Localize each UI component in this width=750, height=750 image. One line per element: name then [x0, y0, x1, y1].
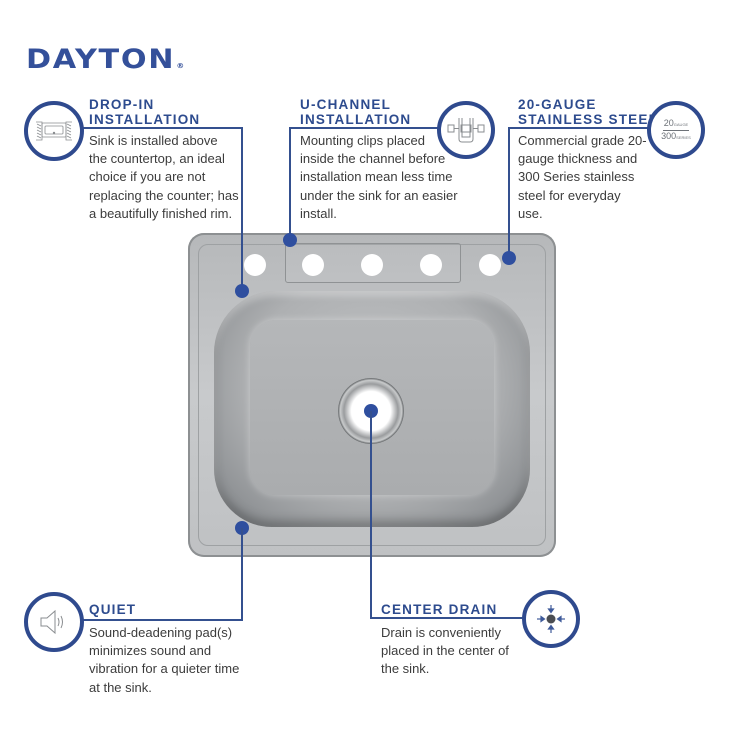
u-channel-connector-v: [289, 127, 291, 240]
faucet-hole: [302, 254, 324, 276]
u-channel-icon-badge: [437, 101, 495, 159]
quiet-connector-v: [241, 528, 243, 620]
faucet-hole: [479, 254, 501, 276]
drop-in-connector-v: [241, 127, 243, 291]
brand-name: DAYTON: [26, 44, 176, 75]
center-drain-description: Drain is conveniently placed in the cent…: [381, 625, 509, 677]
u-channel-connector-h: [289, 127, 441, 129]
u-channel-clip-icon: [447, 118, 485, 143]
drop-in-sink-icon: [36, 121, 72, 141]
drop-in-connector-h: [82, 127, 243, 129]
center-drain-connector-v: [370, 411, 372, 619]
quiet-description: Sound-deadening pad(s) minimizes sound a…: [89, 625, 240, 695]
sink-rim: [198, 244, 546, 546]
gauge-icon-badge: 20GAUGE 300SERIES: [647, 101, 705, 159]
center-drain-connector-h: [370, 617, 528, 619]
center-drain-arrows-icon: [537, 605, 565, 633]
faucet-hole: [361, 254, 383, 276]
gauge-icon-bottom: 300SERIES: [661, 130, 691, 141]
drop-in-title: DROP-IN INSTALLATION: [89, 97, 201, 127]
drop-in-icon-badge: [24, 101, 84, 161]
u-channel-title: U-CHANNEL INSTALLATION: [300, 97, 412, 127]
drop-in-description: Sink is installed above the countertop, …: [89, 133, 239, 221]
faucet-hole: [420, 254, 442, 276]
u-channel-description: Mounting clips placed inside the channel…: [300, 133, 458, 221]
gauge-title: 20-GAUGE STAINLESS STEEL: [518, 97, 659, 127]
gauge-connector-h: [508, 127, 650, 129]
faucet-hole: [244, 254, 266, 276]
gauge-description: Commercial grade 20-gauge thickness and …: [518, 133, 647, 221]
speaker-icon: [40, 609, 63, 635]
drop-in-marker: [235, 284, 249, 298]
quiet-icon-badge: [24, 592, 84, 652]
center-drain-title: CENTER DRAIN: [381, 602, 498, 617]
brand-logo: DAYTON®: [26, 44, 184, 75]
quiet-connector-h: [82, 619, 243, 621]
gauge-marker: [502, 251, 516, 265]
gauge-icon-top: 20GAUGE: [662, 118, 690, 131]
gauge-connector-v: [508, 127, 510, 258]
registered-mark: ®: [176, 62, 185, 70]
u-channel-marker: [283, 233, 297, 247]
center-drain-icon-badge: [522, 590, 580, 648]
quiet-title: QUIET: [89, 602, 137, 617]
